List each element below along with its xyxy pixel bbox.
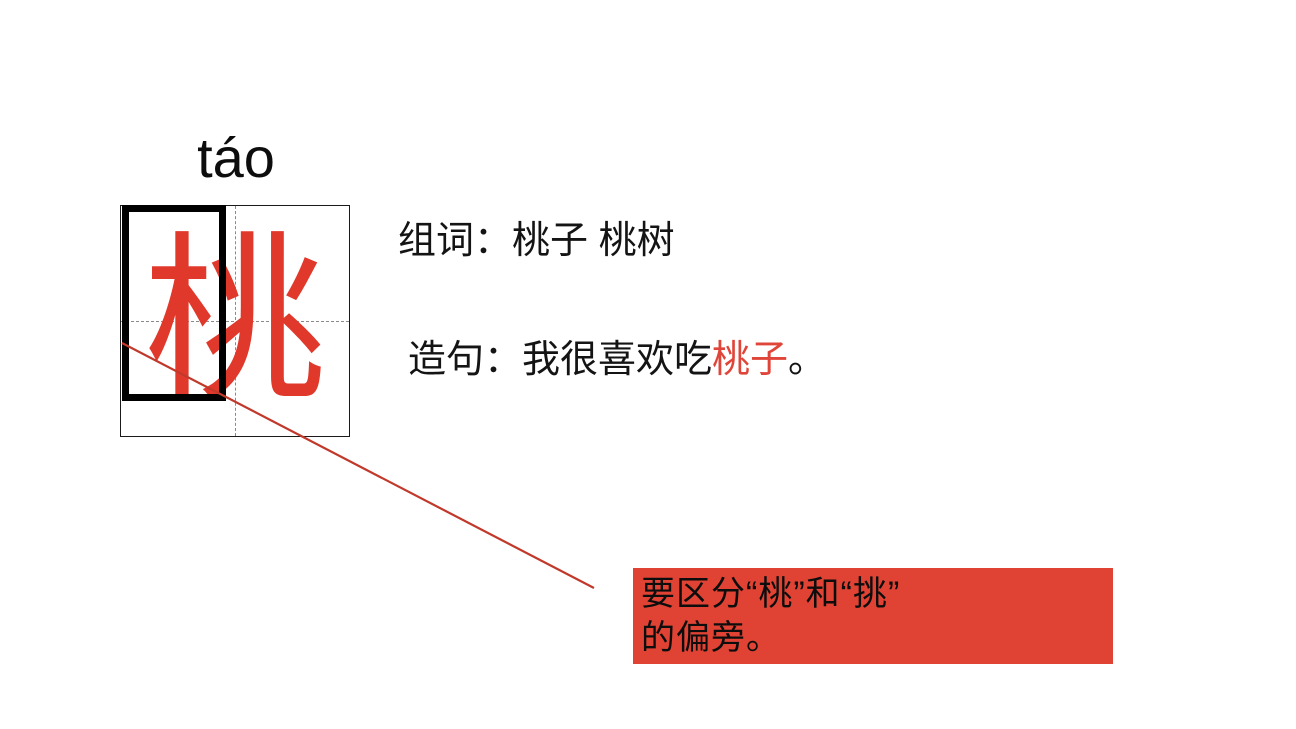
sentence-suffix: 。 bbox=[788, 339, 827, 381]
vocabulary-label: 组词： bbox=[398, 220, 513, 262]
grid-horizontal-dashed-line bbox=[121, 321, 349, 322]
sentence-prefix: 我很喜欢吃 bbox=[522, 339, 713, 381]
sentence-label: 造句： bbox=[408, 339, 523, 381]
sentence-highlight-word: 桃子 bbox=[712, 339, 789, 381]
vocabulary-line: 组词：桃子 桃树 bbox=[398, 218, 675, 264]
sentence-line: 造句：我很喜欢吃桃子。 bbox=[408, 337, 826, 383]
character-grid-card: 桃 bbox=[120, 205, 350, 437]
callout-line-1: 要区分“桃”和“挑” bbox=[641, 575, 901, 613]
callout-line-2: 的偏旁。 bbox=[641, 619, 781, 657]
vocabulary-words: 桃子 桃树 bbox=[512, 220, 675, 262]
callout-note: 要区分“桃”和“挑” 的偏旁。 bbox=[633, 568, 1113, 664]
radical-highlight-box bbox=[122, 205, 226, 401]
pinyin-label: táo bbox=[197, 126, 275, 189]
